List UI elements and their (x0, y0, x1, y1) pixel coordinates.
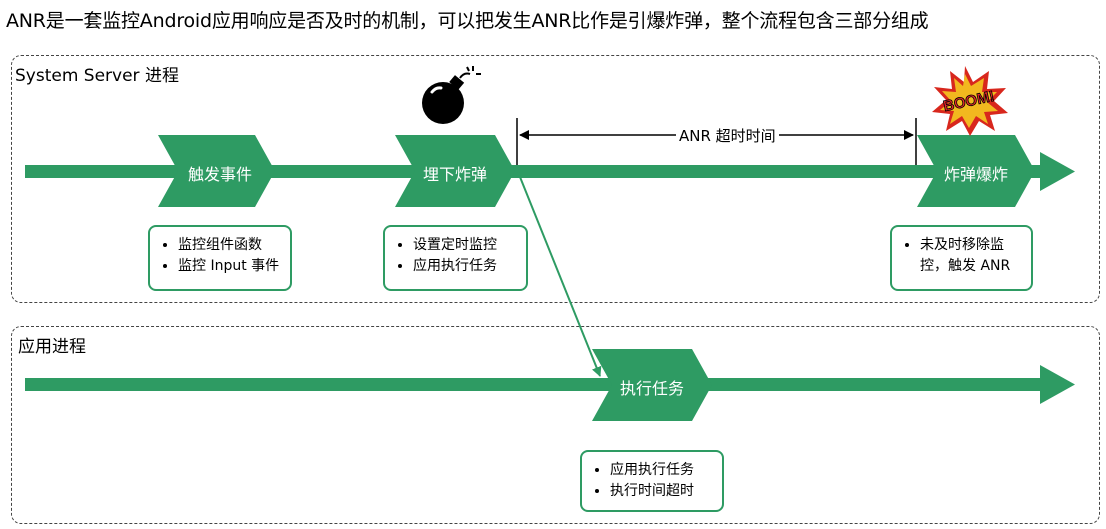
bomb-icon (422, 66, 481, 124)
note-execute-item: 执行时间超时 (610, 481, 712, 502)
step-trigger-label: 触发事件 (187, 165, 252, 184)
step-execute-label: 执行任务 (619, 379, 684, 398)
boom-icon (932, 66, 1008, 136)
note-plant-item: 设置定时监控 (413, 235, 516, 256)
note-execute-item: 应用执行任务 (610, 460, 712, 481)
note-execute: 应用执行任务 执行时间超时 (580, 450, 724, 512)
timer-label: ANR 超时时间 (676, 125, 779, 146)
chevron-execute (592, 349, 712, 421)
lane-label-app: 应用进程 (18, 337, 86, 357)
lane-app (11, 326, 1100, 524)
page-title: ANR是一套监控Android应用响应是否及时的机制，可以把发生ANR比作是引爆… (6, 10, 929, 32)
note-explode: 未及时移除监控，触发 ANR (890, 225, 1033, 291)
chevron-trigger (158, 135, 275, 207)
note-plant-item: 应用执行任务 (413, 256, 516, 277)
system-server-flow-line (25, 152, 1075, 191)
lane-system-server (11, 55, 1100, 303)
lane-label-system-server: System Server 进程 (15, 66, 179, 86)
chevron-plant (395, 135, 515, 207)
note-trigger-item: 监控组件函数 (178, 235, 280, 256)
note-explode-item: 未及时移除监控，触发 ANR (920, 235, 1021, 277)
chevron-explode (917, 135, 1035, 207)
app-flow-line (25, 365, 1075, 404)
plant-to-execute-arrow (517, 171, 602, 377)
note-trigger: 监控组件函数 监控 Input 事件 (148, 225, 292, 291)
step-plant-label: 埋下炸弹 (422, 165, 487, 184)
note-trigger-item: 监控 Input 事件 (178, 256, 280, 277)
step-explode-label: 炸弹爆炸 (943, 165, 1008, 184)
note-plant: 设置定时监控 应用执行任务 (383, 225, 528, 291)
